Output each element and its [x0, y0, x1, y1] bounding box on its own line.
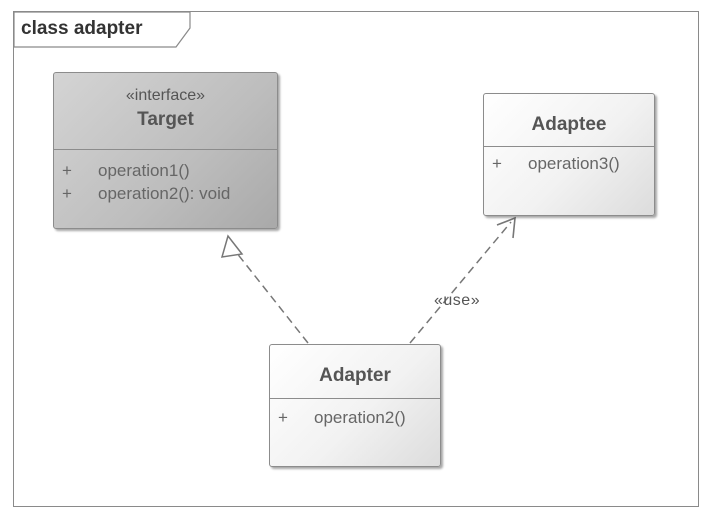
operation-row: + operation2(): void	[62, 182, 269, 205]
operation-row: + operation1()	[62, 159, 269, 182]
operation-signature: operation2(): void	[98, 183, 231, 203]
target-name: Target	[137, 109, 194, 130]
operation-signature: operation2()	[314, 407, 406, 427]
target-interface[interactable]: «interface» Target + operation1() + oper…	[53, 72, 278, 229]
adaptee-operations: + operation3()	[484, 146, 654, 175]
visibility-marker: +	[278, 407, 288, 427]
visibility-marker: +	[62, 160, 72, 180]
adaptee-name: Adaptee	[531, 114, 607, 135]
use-stereotype-label: «use»	[434, 292, 481, 309]
operation-signature: operation1()	[98, 160, 190, 180]
frame-label: class adapter	[21, 18, 143, 39]
target-stereotype: «interface»	[125, 87, 206, 104]
operation-row: + operation3()	[492, 152, 646, 175]
operation-signature: operation3()	[528, 153, 620, 173]
adapter-operations: + operation2()	[270, 398, 440, 429]
visibility-marker: +	[492, 153, 502, 173]
adapter-class[interactable]: Adapter + operation2()	[269, 344, 441, 467]
target-operations: + operation1() + operation2(): void	[54, 149, 277, 205]
adaptee-class[interactable]: Adaptee + operation3()	[483, 93, 655, 216]
operation-row: + operation2()	[278, 406, 432, 429]
adapter-name: Adapter	[319, 365, 391, 386]
visibility-marker: +	[62, 183, 72, 203]
